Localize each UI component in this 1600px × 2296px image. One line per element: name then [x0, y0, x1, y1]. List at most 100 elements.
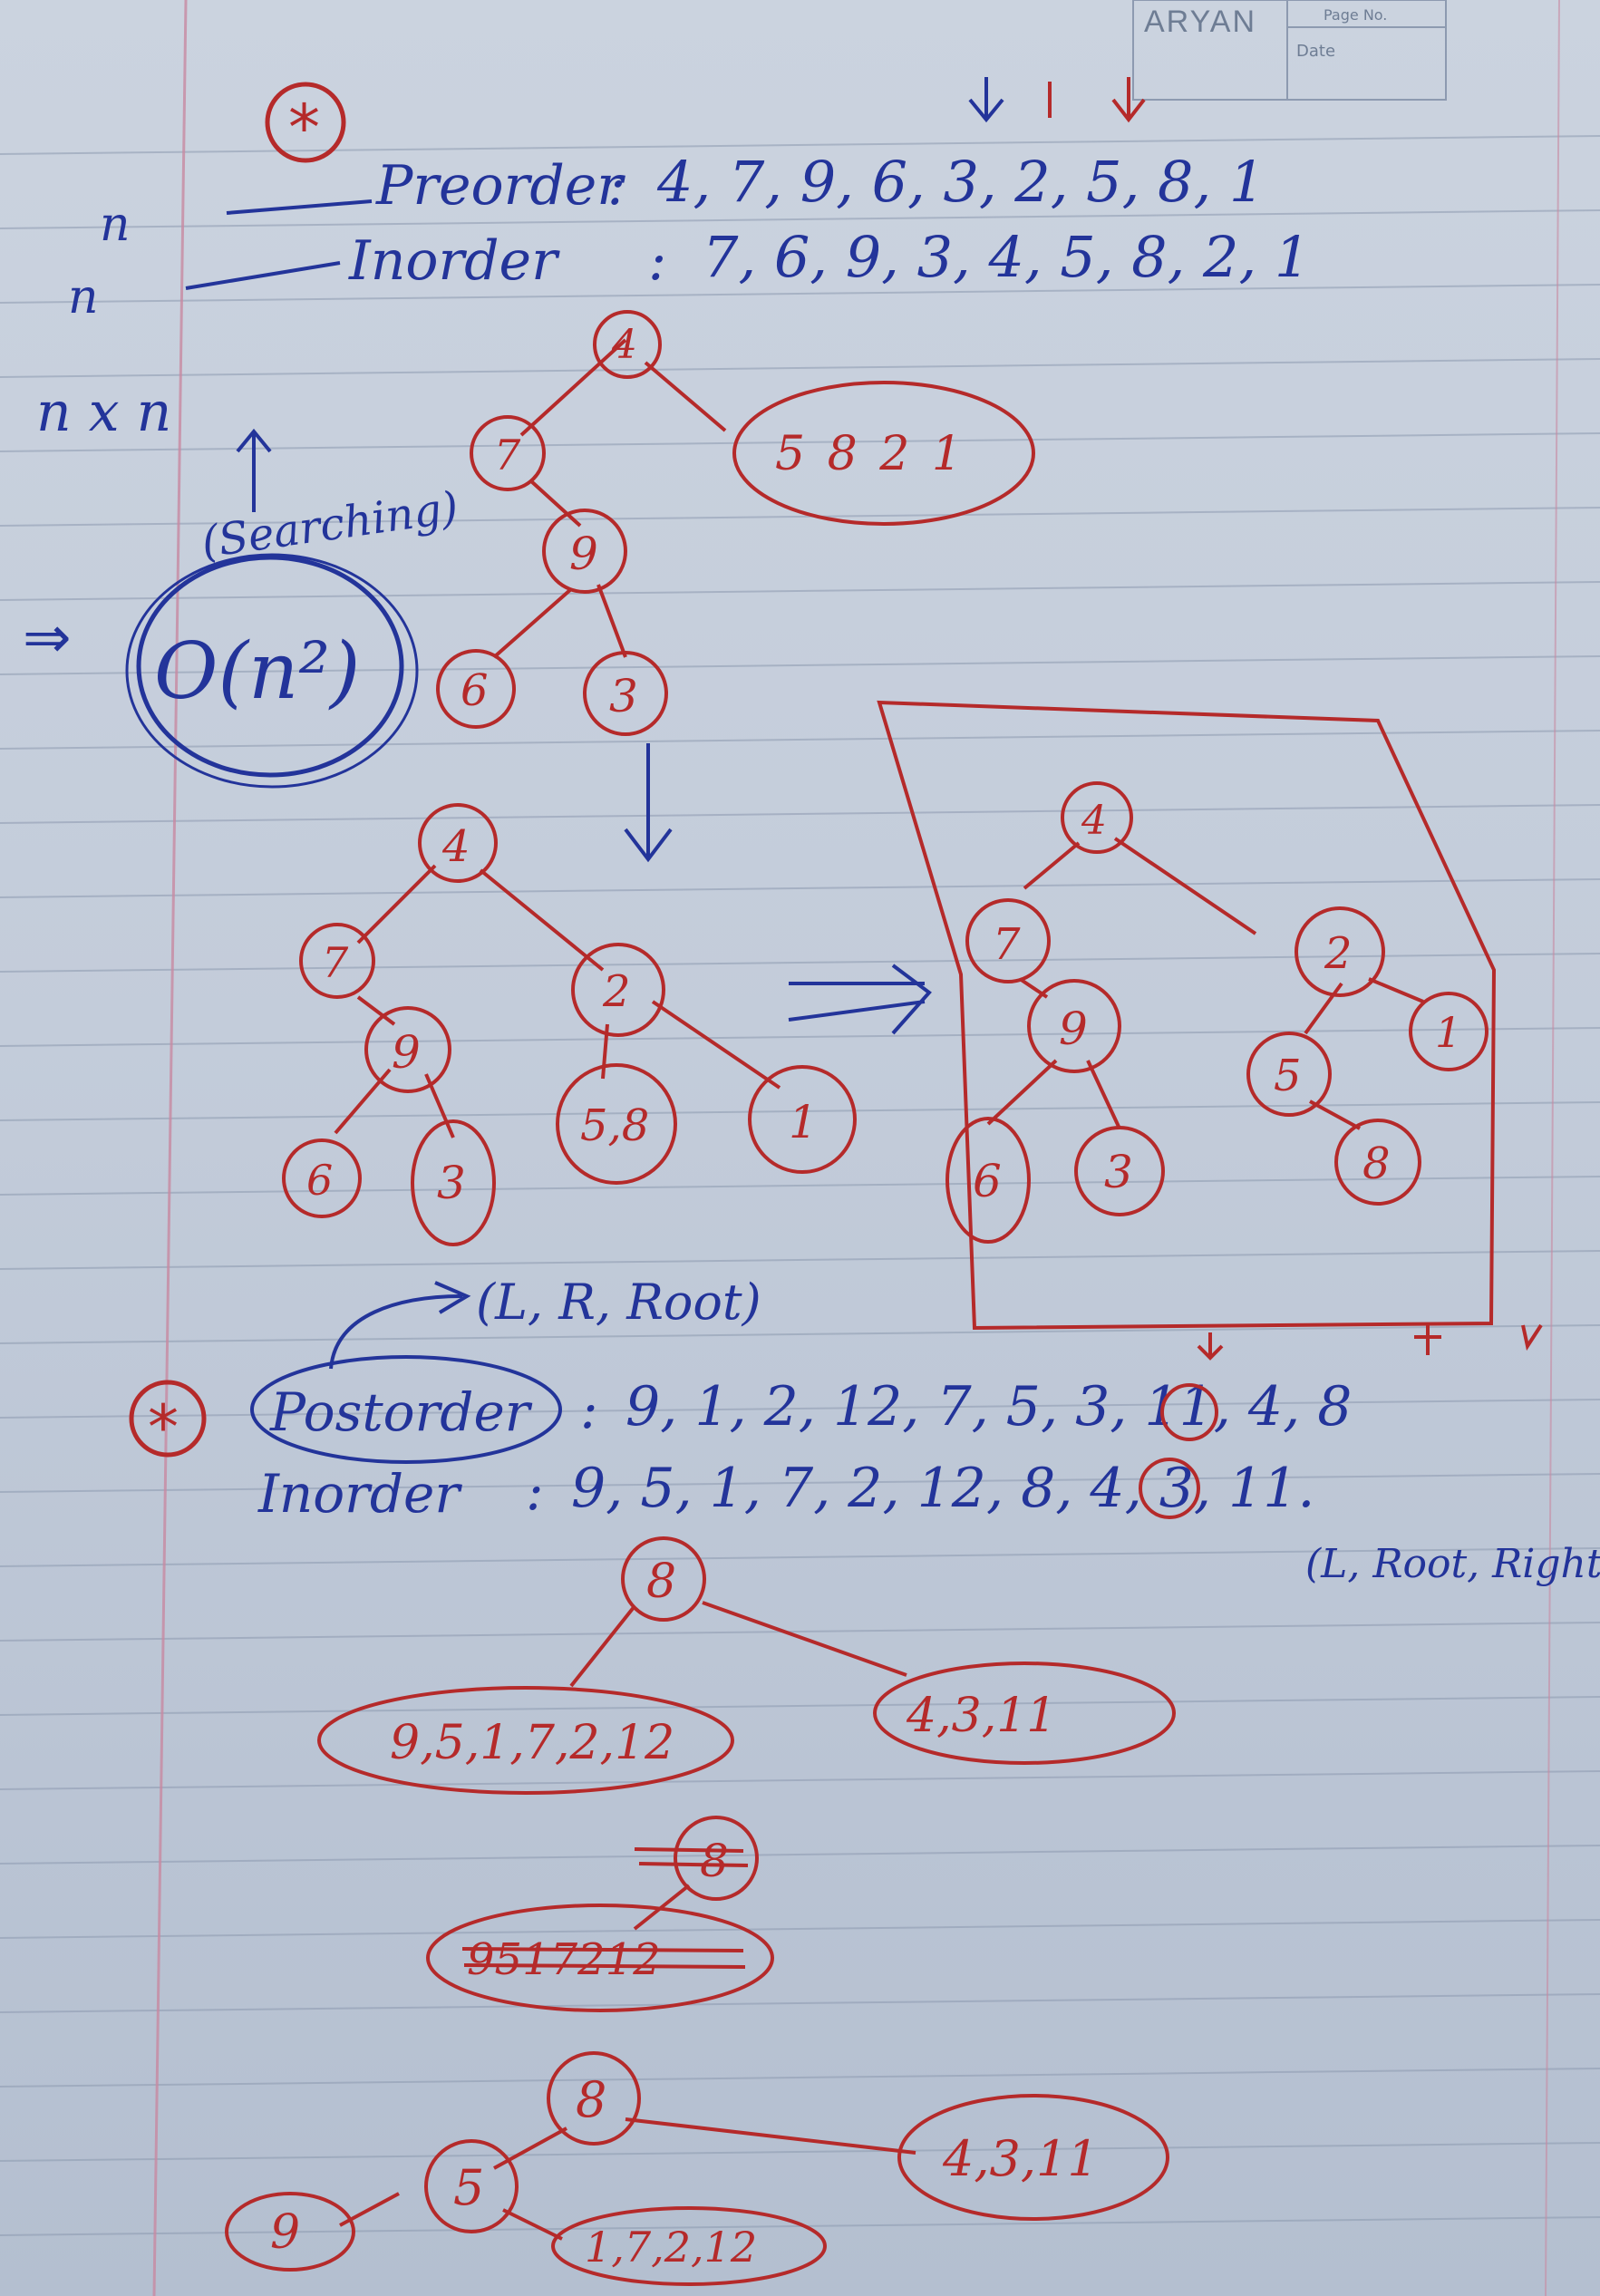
complexity-circle: [136, 555, 404, 778]
lr-root-note: (L, R, Root): [476, 1274, 761, 1331]
tree1-mid-label: 9: [569, 528, 598, 580]
brand-logo: ARYAN: [1144, 5, 1256, 39]
inorder-root-circle: [1139, 1458, 1200, 1519]
tree2-b-label: 9: [392, 1026, 421, 1079]
inorder2-values: 9, 5, 1, 7, 2, 12, 8, 4, 3, 11.: [571, 1457, 1314, 1520]
inorder-label: Inorder: [348, 229, 560, 293]
treea-right-label: 4,3,11: [906, 1689, 1056, 1743]
postorder-label-circle: [250, 1355, 562, 1464]
tree2-g-node: [748, 1065, 857, 1174]
treec-mid-node: [424, 2139, 519, 2233]
tree3-root-label: 4: [1081, 798, 1107, 844]
treea-left-group: [317, 1686, 734, 1795]
tree1-lr-label: 3: [609, 670, 638, 722]
page-no-label: Page No.: [1324, 6, 1387, 24]
tree2-a-node: [299, 923, 375, 999]
tree3-h-label: 1: [1435, 1008, 1461, 1057]
inorder-arrow: [185, 261, 341, 290]
tree-two: [282, 803, 857, 1246]
tree1-mid-node: [542, 509, 627, 594]
star-marker-2-circle: [129, 1380, 207, 1458]
tree3-c-node: [945, 1117, 1031, 1244]
l-root-right-note: (L, Root, Right): [1305, 1541, 1600, 1587]
treea-root-label: 8: [646, 1555, 676, 1609]
complexity-value: O(n²): [154, 626, 360, 717]
tree3-a-label: 7: [993, 919, 1021, 970]
inorder-values: 7, 6, 9, 3, 4, 5, 8, 2, 1: [703, 224, 1310, 290]
treea-root-node: [621, 1536, 706, 1622]
n-times-n: n x n: [36, 381, 171, 444]
tree3-root-node: [1061, 781, 1133, 854]
tree3-g-node: [1334, 1119, 1421, 1206]
preorder-check-arrows: [968, 77, 1146, 123]
tree1-ll-label: 6: [461, 665, 489, 716]
treec-lr-group: [551, 2206, 827, 2286]
tree2-root-label: 4: [441, 821, 470, 872]
tree1-right-group-label: 5 8 2 1: [775, 427, 965, 481]
tree3-box: [877, 700, 1497, 1331]
tree3-c-label: 6: [973, 1155, 1002, 1207]
tree3-h-node: [1409, 992, 1488, 1071]
tree2-d-node: [411, 1119, 496, 1246]
tree3-e-label: 2: [1324, 928, 1353, 979]
treec-right-group: [897, 2094, 1169, 2221]
tree1-left-node: [470, 415, 546, 491]
tree3-e-node: [1295, 906, 1385, 997]
postorder-values: 9, 1, 2, 12, 7, 5, 3, 11, 4, 8: [625, 1375, 1352, 1439]
tree2-d-label: 3: [437, 1157, 466, 1209]
tree1-right-group: [732, 381, 1035, 526]
treec-ll-node: [225, 2192, 355, 2272]
tree-c: [225, 2051, 1169, 2286]
treeb-root-node: [674, 1816, 759, 1901]
treec-root-label: 8: [576, 2071, 606, 2128]
treec-root-node: [547, 2051, 641, 2146]
tree2-c-node: [282, 1138, 362, 1218]
treec-lr-label: 1,7,2,12: [585, 2223, 757, 2272]
tree2-g-label: 1: [789, 1096, 818, 1148]
tree2-e-node: [571, 943, 665, 1037]
treea-left-label: 9,5,1,7,2,12: [390, 1716, 674, 1770]
tree2-f-node: [556, 1063, 677, 1185]
treeb-left-label: 9517212: [467, 1934, 661, 1985]
inorder2-colon: :: [526, 1460, 544, 1522]
treeb-root-label: 8: [700, 1835, 729, 1887]
inorder-prefix: n: [68, 270, 99, 325]
tree3-b-label: 9: [1059, 1003, 1088, 1055]
curved-arrow: [329, 1281, 471, 1370]
tree2-root-node: [418, 803, 498, 883]
right-arrow: [788, 964, 932, 1035]
star-marker-circle: [265, 82, 346, 163]
tree2-e-label: 2: [602, 966, 631, 1017]
preorder-prefix: n: [100, 198, 131, 252]
preorder-arrow: [226, 199, 373, 215]
section-one: * n Preorder : 4, 7, 9, 6, 3, 2, 5, 8, 1…: [23, 77, 1497, 1331]
inorder2-label: Inorder: [257, 1463, 462, 1525]
tree1-root-label: 4: [611, 322, 637, 368]
tree2-f-label: 5,8: [580, 1100, 649, 1151]
tree-a: [317, 1536, 1176, 1795]
tree1-ll-node: [436, 649, 516, 729]
tree2-c-label: 6: [306, 1156, 333, 1205]
tree-b: [426, 1816, 774, 2012]
tree2-b-node: [364, 1006, 451, 1093]
ruled-lines: [0, 135, 1600, 2236]
tree2-a-label: 7: [322, 938, 349, 987]
star-marker-2: *: [148, 1392, 179, 1464]
tree3-f-node: [1246, 1032, 1332, 1117]
postorder-colon: :: [580, 1379, 598, 1440]
preorder-label: Preorder: [375, 154, 625, 218]
tree-one: [436, 310, 1035, 736]
implies-arrow: ⇒: [23, 605, 72, 672]
right-margin-line: [1545, 0, 1560, 2296]
treec-ll-label: 9: [270, 2205, 300, 2260]
treec-mid-label: 5: [453, 2159, 484, 2216]
searching-note: (Searching): [199, 482, 461, 568]
tree1-lr-node: [583, 651, 668, 736]
down-arrow: [624, 743, 673, 863]
star-marker: *: [288, 91, 320, 165]
page-header: ARYAN Page No. Date: [1132, 0, 1447, 101]
tree3-a-node: [965, 898, 1051, 983]
postorder-check-arrows: [1160, 1323, 1543, 1441]
